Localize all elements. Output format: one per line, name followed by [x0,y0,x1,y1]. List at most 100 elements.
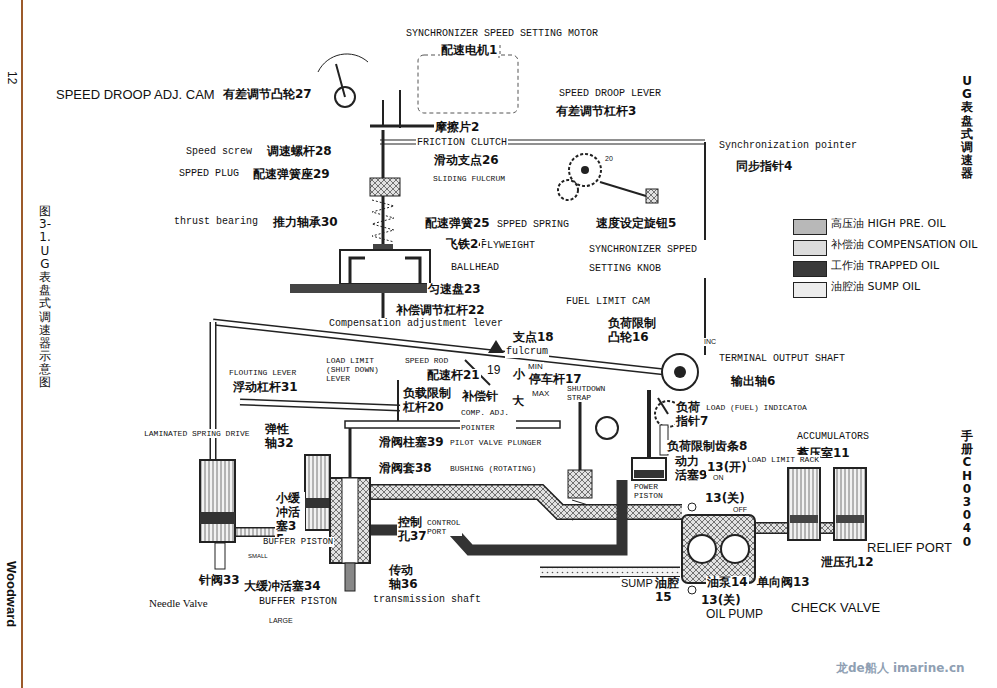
part-label: 负载限制 杠杆20 [402,387,452,415]
legend-swatch [793,282,827,298]
part-label: Speed screw [185,146,253,158]
part-label: 有差调节凸轮27 [222,88,313,102]
part-label: 有差调节杠杆3 [555,105,637,119]
part-label: Synchronization pointer [718,140,858,152]
part-label: INC [703,338,717,346]
part-label: OIL PUMP [705,608,764,622]
part-label: 调速螺杆28 [266,145,333,159]
part-label: LARGE [268,617,294,625]
part-label: SUMP [620,577,654,590]
part-label: 20 [604,155,614,163]
part-label: 配速弹簧25 [424,217,491,231]
part-label: 同步指针4 [735,160,793,174]
part-label: FLYWEIGHT [480,240,536,252]
part-label: BUFFER PISTON [262,537,334,547]
part-label: 动力 活塞9 [674,455,708,483]
part-label: 大缓冲活塞34 [243,580,322,594]
page-margin-text: Woodward [3,560,18,628]
legend-text: 补偿油 COMPENSATION OIL [830,239,978,252]
part-label: SPPED SPRING [496,219,570,231]
part-label: 摩擦片2 [434,121,480,135]
part-label: fulcrum [505,346,549,358]
legend-text: 高压油 HIGH PRE. OIL [830,218,947,231]
legend-swatch [793,219,827,235]
part-label: 配速弹簧座29 [252,168,331,182]
part-label: SPEED DROOP ADJ. CAM [55,88,216,103]
part-label: FRICTION CLUTCH [416,137,508,149]
part-label: 匀速盘23 [427,283,482,297]
part-label: MAX [531,389,550,398]
page-margin-text: 12 [4,70,18,85]
part-label: SPPED PLUG [178,168,240,180]
part-label: 13(开) [706,461,748,475]
legend-swatch [793,240,827,256]
part-label: TERMINAL OUTPUT SHAFT [718,353,846,365]
part-label: SMALL [247,553,269,560]
part-label: FUEL LIMIT CAM [565,296,651,308]
part-label: transmission shaft [372,594,482,606]
part-label: LAMINATED SPRING DRIVE [143,429,251,438]
part-label: COMP. ADJ. POINTER [460,405,516,435]
part-label: MIN [527,362,544,371]
part-label: 传动 轴36 [388,564,419,592]
part-label: OFF [732,506,748,514]
part-label: 13(关) [704,492,746,506]
part-label: SPEED ROD [404,356,449,365]
part-label: 单向阀13 [756,576,811,590]
part-label: BALLHEAD [450,262,500,274]
part-label: SYNCHRONIZER SPPED SETTING KNOB [588,240,712,278]
part-label: ACCUMULATORS [796,431,870,443]
part-label: 油泵14 [706,576,749,590]
part-label: 负荷限制 凸轮16 [607,317,657,345]
part-label: POWER PISTON [633,482,664,500]
part-label: 控制 孔37 [397,516,428,544]
part-label: CHECK VALVE [790,601,881,616]
part-label: Compensation adjustment lever [328,318,504,330]
part-label: 支点18 [512,331,555,345]
part-label: 输出轴6 [730,375,776,389]
part-label: PILOT VALVE PLUNGER [449,438,542,447]
part-label: 补偿针 [461,390,499,404]
part-label: 浮动杠杆31 [232,381,299,395]
part-label: SYNCHRONIZER SPEED SETTING MOTOR [405,28,599,40]
part-label: 配速杆21 [426,369,481,383]
part-label: 弹性 轴32 [264,423,295,451]
part-label: SLIDING FULCRUM [432,174,506,183]
vertical-heading: UG 表盘式调速器 [960,75,974,181]
legend-swatch [793,261,827,277]
part-label: 滑阀套38 [378,462,433,476]
part-label: LOAD LIMIT (SHUT DOWN) LEVER [325,356,387,384]
part-label: CONTROL PORT [426,518,462,536]
part-label: 小 [512,368,526,382]
part-label: SHUTDOWN STRAP [566,384,606,402]
part-label: SPEED DROOP LEVER [558,88,662,100]
part-label: ON [712,474,725,482]
part-label: 推力轴承30 [272,216,339,230]
part-label: 13(关) [700,594,742,608]
legend-text: 工作油 TRAPPED OIL [830,260,940,273]
part-label: 19 [486,364,501,378]
figure-caption: 图 3-1. UG 表盘式调速器示意图 [38,205,52,390]
part-label: Needle Valve [148,597,209,610]
part-label: 补偿调节杠杆22 [395,304,486,318]
part-label: LOAD LIMIT RACK [746,455,820,464]
vertical-heading: 手册 CH03040 [960,430,974,549]
part-label: 针阀33 [198,574,241,588]
part-label: 龙de船人 imarine.cn [835,662,966,676]
part-label: 滑阀柱塞39 [378,436,445,450]
part-label: BUSHING (ROTATING) [449,464,537,473]
part-label: BUFFER PISTON [258,596,338,608]
part-label: RELIEF PORT [866,541,953,556]
part-label: 油腔 15 [654,577,680,605]
part-label: 速度设定旋钮5 [595,217,677,231]
part-label: 配速电机1 [440,44,498,58]
part-label: 泄压孔12 [820,556,875,570]
part-label: FLOUTING LEVER [228,368,297,377]
part-label: 负荷限制齿条8 [666,440,748,454]
part-label: LOAD (FUEL) INDICATOA [705,403,808,412]
legend-text: 油腔油 SUMP OIL [830,281,921,294]
part-label: thrust bearing [173,216,259,228]
part-label: 滑动支点26 [433,154,500,168]
